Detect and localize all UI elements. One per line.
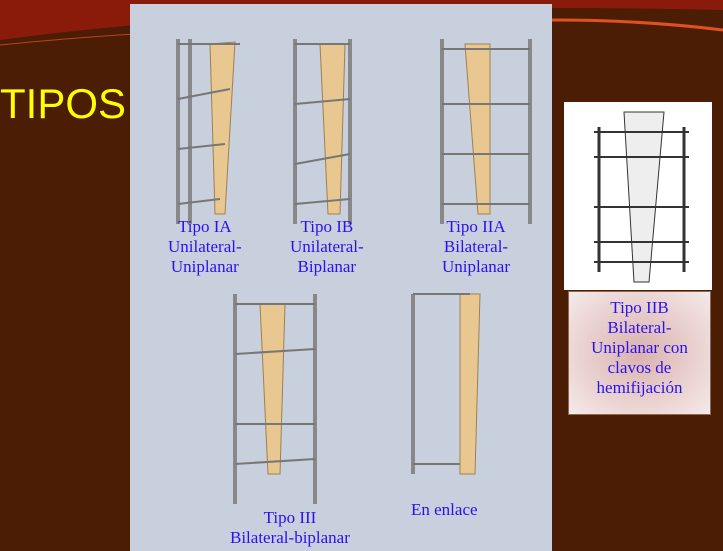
- slide-title: TIPOS: [0, 80, 127, 127]
- fixator-drawings: [176, 39, 532, 504]
- tipo-iib-image: [564, 102, 712, 290]
- label-en-enlace: En enlace: [411, 500, 478, 519]
